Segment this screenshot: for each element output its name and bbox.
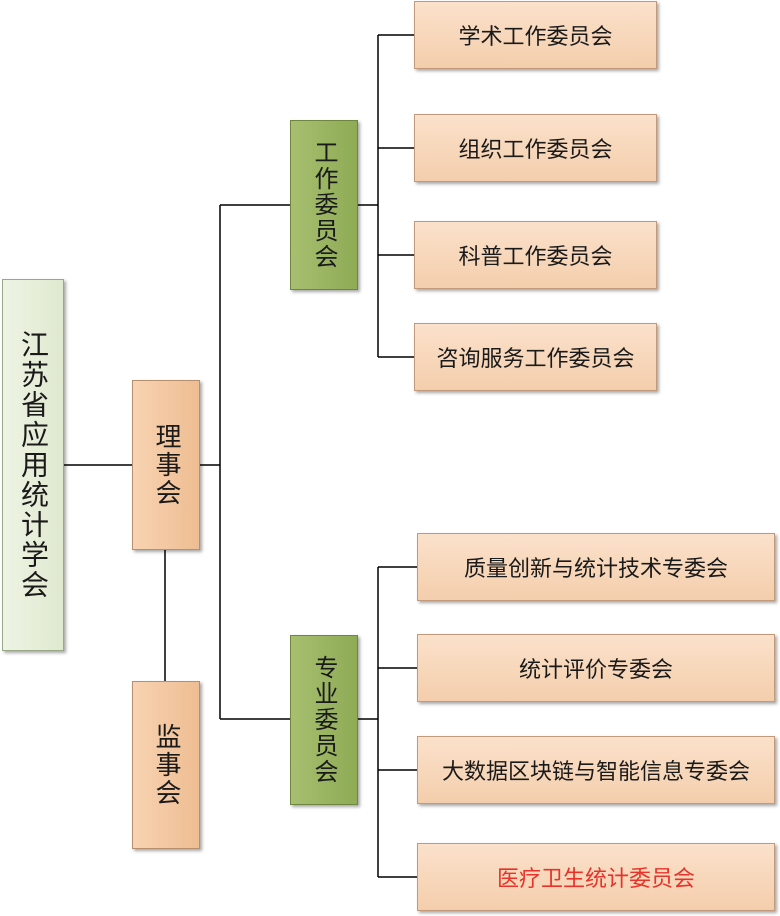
special-committee-item: 质量创新与统计技术专委会 xyxy=(417,533,775,601)
special-committee-item-label: 统计评价专委会 xyxy=(518,658,673,683)
council-box: 理事会 xyxy=(132,380,200,550)
special-committee-item-label: 大数据区块链与智能信息专委会 xyxy=(441,760,750,785)
special-committee-item: 统计评价专委会 xyxy=(417,634,775,702)
work-committee-item: 科普工作委员会 xyxy=(414,221,657,289)
council-label: 理事会 xyxy=(151,423,181,507)
work-committee-item: 咨询服务工作委员会 xyxy=(414,323,657,391)
supervisors-label: 监事会 xyxy=(151,723,181,807)
work-committee-item-label: 学术工作委员会 xyxy=(458,25,613,50)
special-committee-item-label: 医疗卫生统计委员会 xyxy=(496,867,695,892)
work-committee-item-label: 组织工作委员会 xyxy=(458,138,613,163)
supervisors-box: 监事会 xyxy=(132,681,200,849)
work-committee-item-label: 科普工作委员会 xyxy=(458,245,613,270)
special-committee-item: 医疗卫生统计委员会 xyxy=(417,843,775,911)
special-committee-label: 专业委员会 xyxy=(310,655,338,785)
work-committee-label: 工作委员会 xyxy=(310,140,338,270)
special-committee-box: 专业委员会 xyxy=(290,635,358,805)
root-society-label: 江苏省应用统计学会 xyxy=(17,330,50,600)
work-committee-box: 工作委员会 xyxy=(290,120,358,290)
special-committee-item: 大数据区块链与智能信息专委会 xyxy=(417,736,775,804)
work-committee-item: 组织工作委员会 xyxy=(414,114,657,182)
special-committee-item-label: 质量创新与统计技术专委会 xyxy=(463,557,728,582)
work-committee-item: 学术工作委员会 xyxy=(414,1,657,69)
root-society-box: 江苏省应用统计学会 xyxy=(2,279,64,651)
work-committee-item-label: 咨询服务工作委员会 xyxy=(436,347,635,372)
